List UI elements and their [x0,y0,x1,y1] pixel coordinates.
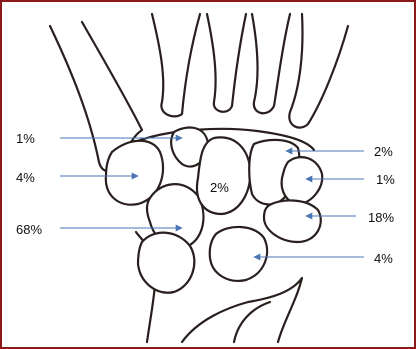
metacarpal-3 [207,14,246,112]
metacarpal-4 [152,14,200,116]
label-trapezium: 1% [376,172,395,187]
wrist-carpal-fracture-diagram: 1% 4% 68% 2% 2% 1% 18% 4% [2,2,414,347]
metacarpal-1 [289,14,348,128]
carpal-bones [106,128,322,293]
metacarpal-2 [252,14,290,113]
lunate-bone [210,227,267,281]
capitate-bone [197,137,250,214]
label-triquetrum: 4% [16,170,35,185]
trapezium-bone [282,157,323,204]
label-capitate: 2% [210,180,229,195]
label-lunate: 68% [16,222,42,237]
radius [182,278,302,342]
label-scaphoid-distal: 18% [368,210,394,225]
label-pisiform: 1% [16,131,35,146]
lunate-neighbor-bone [138,233,194,293]
scaphoid-distal-bone [264,200,321,242]
label-scaphoid-proximal: 4% [374,251,393,266]
label-trapezoid: 2% [374,144,393,159]
ulna-head [234,302,270,342]
